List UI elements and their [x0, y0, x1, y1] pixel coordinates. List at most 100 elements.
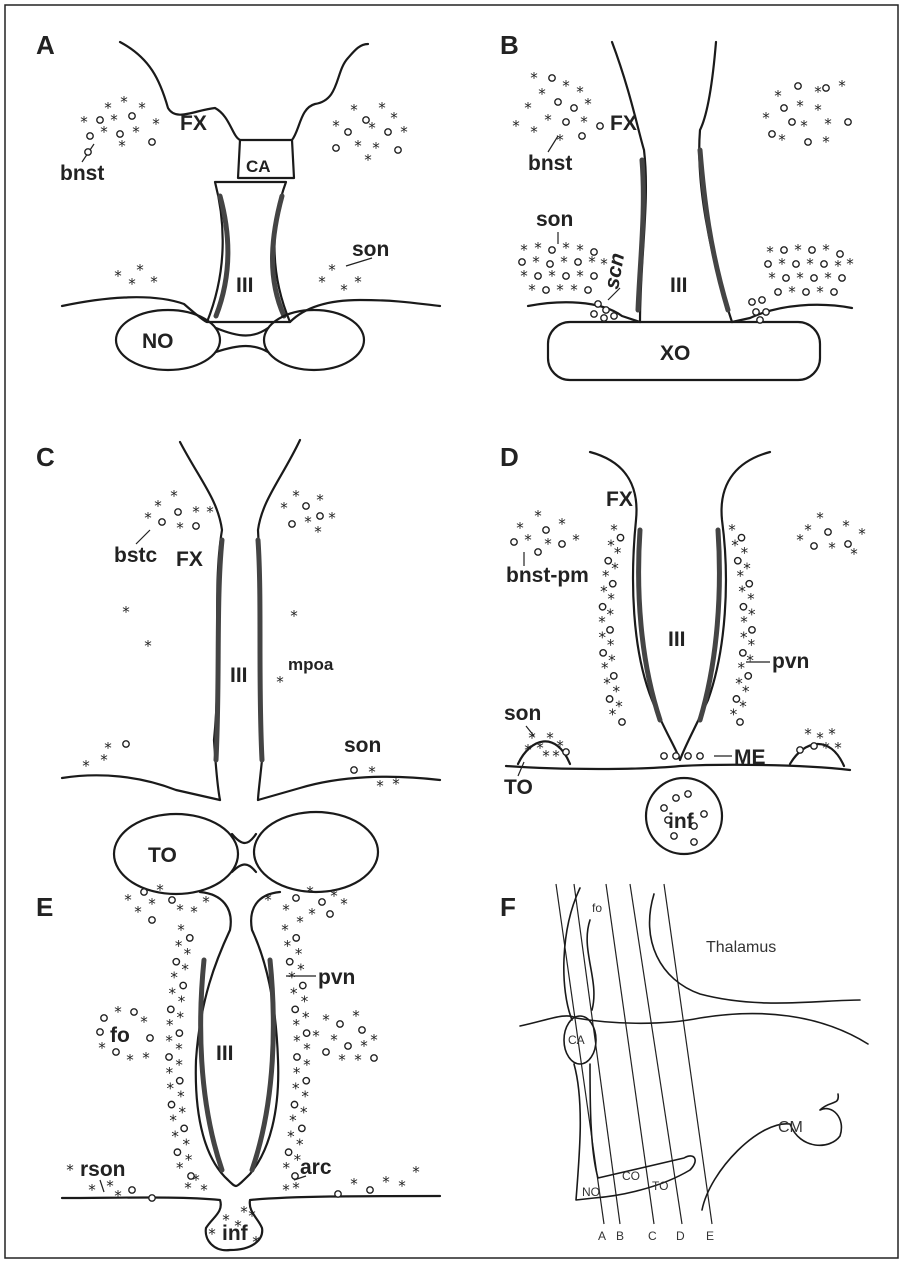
svg-text:*: *: [796, 97, 804, 115]
svg-text:*: *: [282, 901, 290, 919]
panel-b-bnst-label: bnst: [528, 152, 572, 175]
panel-d-pvn-cells-right: *****************: [728, 521, 756, 725]
svg-text:*: *: [372, 139, 380, 157]
svg-text:*: *: [546, 729, 554, 747]
svg-text:*: *: [134, 903, 142, 921]
panel-d-ependyma-right: [700, 530, 719, 720]
panel-f-no-label: NO: [582, 1185, 600, 1199]
svg-text:*: *: [556, 131, 564, 149]
svg-text:*: *: [106, 1177, 114, 1195]
svg-text:*: *: [532, 253, 540, 271]
periventricular-cell: *: [166, 1080, 174, 1098]
svg-text:*: *: [312, 1027, 320, 1045]
periventricular-cell: [187, 935, 193, 941]
periventricular-cell: [735, 558, 741, 564]
svg-text:*: *: [838, 77, 846, 95]
svg-text:*: *: [144, 637, 152, 655]
svg-text:*: *: [816, 283, 824, 301]
panel-a-bnst-cells-right: ** ** ** ** *: [332, 99, 408, 169]
periventricular-cell: [600, 650, 606, 656]
svg-text:*: *: [368, 763, 376, 781]
panel-c-bstc-label: bstc: [114, 544, 158, 567]
panel-a-letter: A: [36, 30, 55, 60]
svg-text:*: *: [768, 269, 776, 287]
svg-text:*: *: [804, 521, 812, 539]
periventricular-cell: [617, 534, 623, 540]
periventricular-cell: [168, 1006, 174, 1012]
svg-text:*: *: [148, 895, 156, 913]
svg-text:*: *: [132, 123, 140, 141]
svg-text:*: *: [796, 531, 804, 549]
panel-e-ventricle: [196, 892, 280, 1186]
panel-f-line-c-label: C: [648, 1229, 657, 1243]
svg-text:*: *: [542, 747, 550, 765]
periventricular-cell: *: [294, 1151, 302, 1169]
panel-f-ca-label: CA: [568, 1033, 585, 1047]
svg-text:*: *: [378, 99, 386, 117]
panel-f-cm-label: CM: [778, 1119, 803, 1136]
panel-d: D FX bnst-pm III pvn son TO ME inf *** *…: [500, 442, 866, 854]
periventricular-cell: [293, 935, 299, 941]
svg-text:*: *: [390, 109, 398, 127]
svg-text:*: *: [296, 913, 304, 931]
periventricular-cell: *: [300, 1104, 308, 1122]
svg-text:*: *: [100, 123, 108, 141]
figure-border: [5, 5, 898, 1258]
svg-text:*: *: [524, 99, 532, 117]
svg-text:*: *: [350, 101, 358, 119]
periventricular-cell: [177, 1078, 183, 1084]
periventricular-cell: [300, 982, 306, 988]
svg-text:*: *: [200, 1181, 208, 1199]
svg-text:*: *: [176, 519, 184, 537]
svg-text:*: *: [340, 895, 348, 913]
panel-b: B FX bnst son scn III XO ** ** ** ** ** …: [500, 30, 854, 380]
svg-text:*: *: [192, 503, 200, 521]
svg-text:*: *: [544, 111, 552, 129]
svg-text:*: *: [558, 515, 566, 533]
panel-e-letter: E: [36, 892, 53, 922]
svg-text:*: *: [248, 1207, 256, 1225]
svg-text:*: *: [290, 607, 298, 625]
svg-text:*: *: [774, 87, 782, 105]
panel-a-fx-label: FX: [180, 112, 207, 135]
periventricular-cell: [176, 1030, 182, 1036]
periventricular-cell: *: [603, 675, 611, 693]
panel-c-optic-label: TO: [148, 844, 177, 867]
svg-text:*: *: [352, 1007, 360, 1025]
periventricular-cell: *: [179, 1104, 187, 1122]
svg-text:*: *: [354, 273, 362, 291]
svg-text:*: *: [576, 83, 584, 101]
periventricular-cell: *: [606, 605, 614, 623]
periventricular-cell: [299, 1125, 305, 1131]
panel-f-to-label: TO: [652, 1179, 668, 1193]
panel-d-cells: *** *** **** *** ******* *****: [511, 507, 866, 845]
periventricular-cell: *: [598, 629, 606, 647]
svg-text:*: *: [842, 517, 850, 535]
panel-d-inf-label: inf: [668, 810, 695, 833]
panel-c-letter: C: [36, 442, 55, 472]
panel-e-arc-label: arc: [300, 1156, 332, 1179]
svg-text:*: *: [322, 1011, 330, 1029]
svg-text:*: *: [66, 1161, 74, 1179]
svg-text:*: *: [572, 531, 580, 549]
periventricular-cell: [166, 1054, 172, 1060]
svg-text:*: *: [190, 903, 198, 921]
periventricular-cell: [168, 1101, 174, 1107]
periventricular-cell: *: [302, 1008, 310, 1026]
periventricular-cell: [607, 627, 613, 633]
svg-text:*: *: [304, 513, 312, 531]
svg-text:*: *: [318, 273, 326, 291]
panel-e-fo-label: fo: [110, 1024, 130, 1047]
panel-c-bstc-pointer: [136, 530, 150, 544]
svg-text:*: *: [82, 757, 90, 775]
periventricular-cell: *: [181, 961, 189, 979]
periventricular-cell: [180, 982, 186, 988]
svg-text:*: *: [822, 241, 830, 259]
svg-text:*: *: [114, 267, 122, 285]
panel-f-fornix-outline: [520, 888, 868, 1044]
panel-f-co-label: CO: [622, 1169, 640, 1183]
svg-text:*: *: [822, 739, 830, 757]
panel-f-line-e-label: E: [706, 1229, 714, 1243]
panel-d-ventricle-label: III: [668, 628, 686, 651]
